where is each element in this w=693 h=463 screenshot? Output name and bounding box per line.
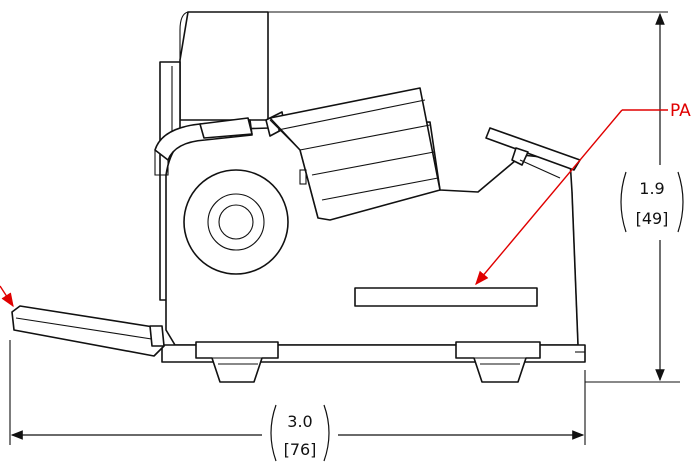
foot-right	[455, 341, 541, 383]
top-hinge	[154, 111, 286, 176]
head-block	[269, 87, 441, 221]
width-inch-text: 3.0	[287, 412, 312, 431]
width-mm-text: [76]	[284, 440, 317, 459]
label-slot	[354, 287, 538, 307]
callout-right-label: PA	[670, 101, 691, 121]
extension-lines	[9, 11, 680, 445]
callout-right: PA	[475, 101, 691, 286]
left-tray	[11, 305, 165, 357]
height-inch-text: 1.9	[639, 179, 664, 198]
height-mm-text: [49]	[636, 209, 669, 228]
width-dimension: 3.0 [76]	[10, 404, 585, 462]
foot-left	[195, 341, 279, 383]
callout-left	[0, 285, 14, 308]
height-dimension: 1.9 [49]	[620, 12, 684, 382]
roller-icon	[183, 169, 289, 275]
